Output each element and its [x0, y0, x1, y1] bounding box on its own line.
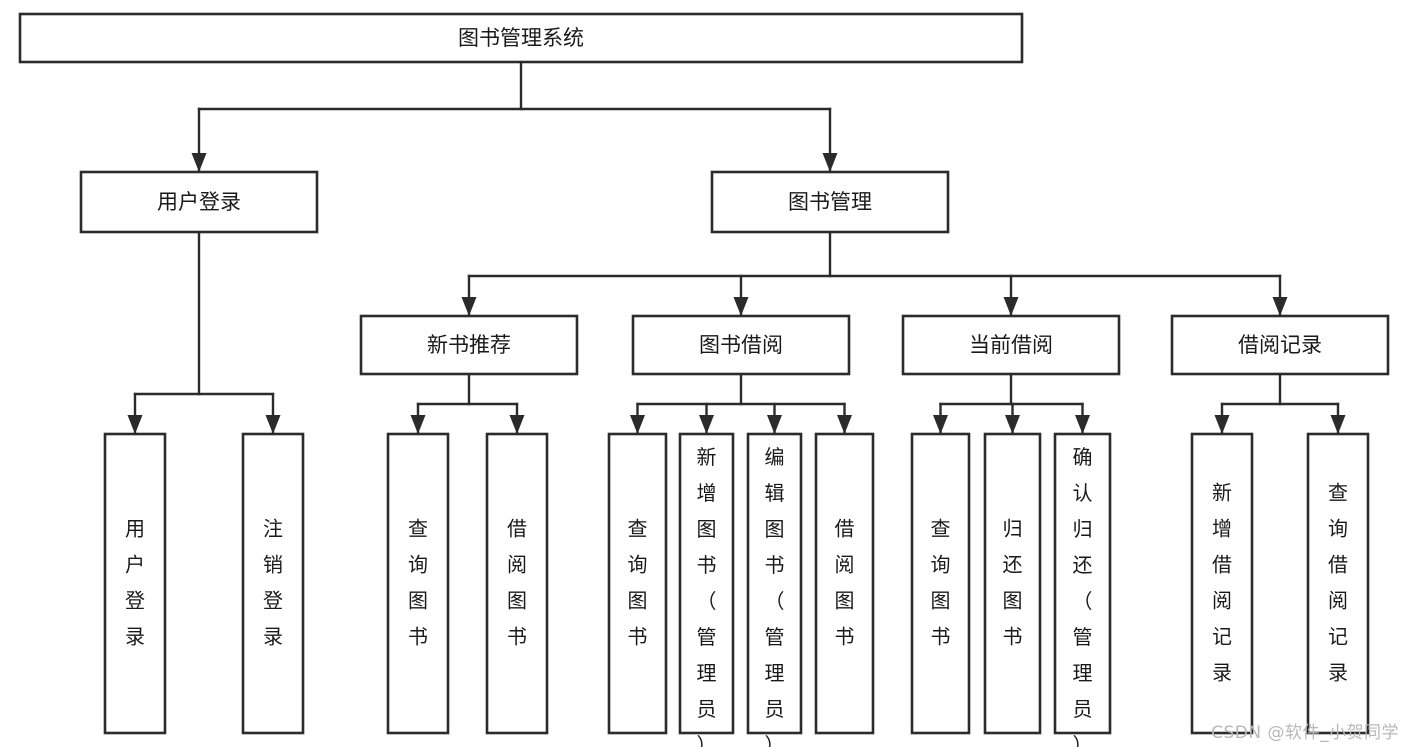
node-leaf-add-book[interactable]: 新增图书（管理员）	[678, 432, 735, 747]
connector-group-book-manage	[461, 230, 1288, 318]
node-layer: 图书管理系统用户登录图书管理新书推荐图书借阅当前借阅借阅记录用户登录注销登录查询…	[18, 12, 1390, 747]
arrow-head	[837, 415, 852, 434]
node-label: 当前借阅	[969, 333, 1053, 357]
node-leaf-query-book-2[interactable]: 查询图书	[607, 432, 668, 735]
node-box[interactable]	[710, 170, 950, 234]
node-box[interactable]	[1053, 432, 1112, 735]
arrow-head	[265, 415, 281, 434]
node-book-manage[interactable]: 图书管理	[710, 170, 950, 234]
arrow-head	[822, 153, 838, 172]
arrow-head	[1330, 415, 1346, 434]
connector-group-new-book-rec	[410, 372, 525, 436]
arrow-head	[767, 415, 782, 434]
node-box[interactable]	[1190, 432, 1254, 735]
node-leaf-confirm-return[interactable]: 确认归还（管理员）	[1053, 432, 1112, 747]
node-new-book-rec[interactable]: 新书推荐	[359, 314, 579, 376]
arrow-head	[127, 415, 143, 434]
node-box[interactable]	[1170, 314, 1390, 376]
node-box[interactable]	[910, 432, 971, 735]
node-box[interactable]	[241, 432, 305, 735]
node-label: 确认归还（管理员）	[1073, 445, 1093, 747]
node-box[interactable]	[386, 432, 450, 735]
node-label: 新增借阅记录	[1212, 480, 1232, 684]
node-leaf-borrow-book-1[interactable]: 借阅图书	[485, 432, 549, 735]
node-label: 借阅记录	[1238, 333, 1322, 357]
node-label: 查询图书	[628, 516, 648, 648]
node-box[interactable]	[814, 432, 875, 735]
node-leaf-query-book-3[interactable]: 查询图书	[910, 432, 971, 735]
connector-group-user-login	[127, 230, 281, 436]
node-box[interactable]	[18, 12, 1024, 64]
node-leaf-user-login[interactable]: 用户登录	[103, 432, 167, 735]
node-label: 新书推荐	[427, 333, 511, 357]
connector-group-book-borrow	[630, 372, 852, 436]
connector-group-current-borrow	[933, 372, 1090, 436]
node-label: 查询图书	[931, 516, 951, 648]
node-box[interactable]	[79, 170, 319, 234]
node-label: 编辑图书（管理员）	[765, 445, 785, 747]
node-leaf-borrow-book-2[interactable]: 借阅图书	[814, 432, 875, 735]
node-leaf-edit-book[interactable]: 编辑图书（管理员）	[746, 432, 803, 747]
arrow-head	[699, 415, 714, 434]
arrow-head	[1003, 297, 1019, 316]
node-leaf-return-book[interactable]: 归还图书	[983, 432, 1042, 735]
node-box[interactable]	[983, 432, 1042, 735]
node-leaf-query-book-1[interactable]: 查询图书	[386, 432, 450, 735]
arrow-head	[1005, 415, 1020, 434]
node-leaf-user-logout[interactable]: 注销登录	[241, 432, 305, 735]
node-current-borrow[interactable]: 当前借阅	[901, 314, 1121, 376]
node-box[interactable]	[678, 432, 735, 735]
node-label: 查询借阅记录	[1328, 480, 1348, 684]
node-root[interactable]: 图书管理系统	[18, 12, 1024, 64]
connector-layer	[127, 60, 1346, 436]
node-label: 图书管理	[788, 190, 872, 214]
connector-group-borrow-record	[1214, 372, 1346, 436]
node-label: 借阅图书	[835, 516, 855, 648]
node-box[interactable]	[901, 314, 1121, 376]
arrow-head	[733, 297, 749, 316]
node-label: 查询图书	[408, 516, 428, 648]
node-label: 用户登录	[157, 190, 241, 214]
arrow-head	[1075, 415, 1090, 434]
node-label: 新增图书（管理员）	[697, 445, 717, 747]
node-label: 图书管理系统	[458, 26, 584, 50]
node-label: 图书借阅	[699, 333, 783, 357]
node-box[interactable]	[607, 432, 668, 735]
node-box[interactable]	[1306, 432, 1370, 735]
arrow-head	[461, 297, 477, 316]
node-leaf-query-record[interactable]: 查询借阅记录	[1306, 432, 1370, 735]
node-book-borrow[interactable]: 图书借阅	[631, 314, 851, 376]
node-label: 注销登录	[263, 516, 283, 648]
arrow-head	[1272, 297, 1288, 316]
arrow-head	[410, 415, 426, 434]
arrow-head	[191, 153, 207, 172]
arrow-head	[1214, 415, 1230, 434]
arrow-head	[509, 415, 525, 434]
node-box[interactable]	[746, 432, 803, 735]
node-label: 用户登录	[125, 516, 145, 648]
arrow-head	[933, 415, 948, 434]
arrow-head	[630, 415, 645, 434]
node-box[interactable]	[103, 432, 167, 735]
connector-group-root	[191, 60, 838, 174]
node-box[interactable]	[631, 314, 851, 376]
node-user-login[interactable]: 用户登录	[79, 170, 319, 234]
node-borrow-record[interactable]: 借阅记录	[1170, 314, 1390, 376]
node-leaf-add-record[interactable]: 新增借阅记录	[1190, 432, 1254, 735]
node-box[interactable]	[359, 314, 579, 376]
node-box[interactable]	[485, 432, 549, 735]
node-label: 归还图书	[1003, 516, 1023, 648]
node-label: 借阅图书	[507, 516, 527, 648]
